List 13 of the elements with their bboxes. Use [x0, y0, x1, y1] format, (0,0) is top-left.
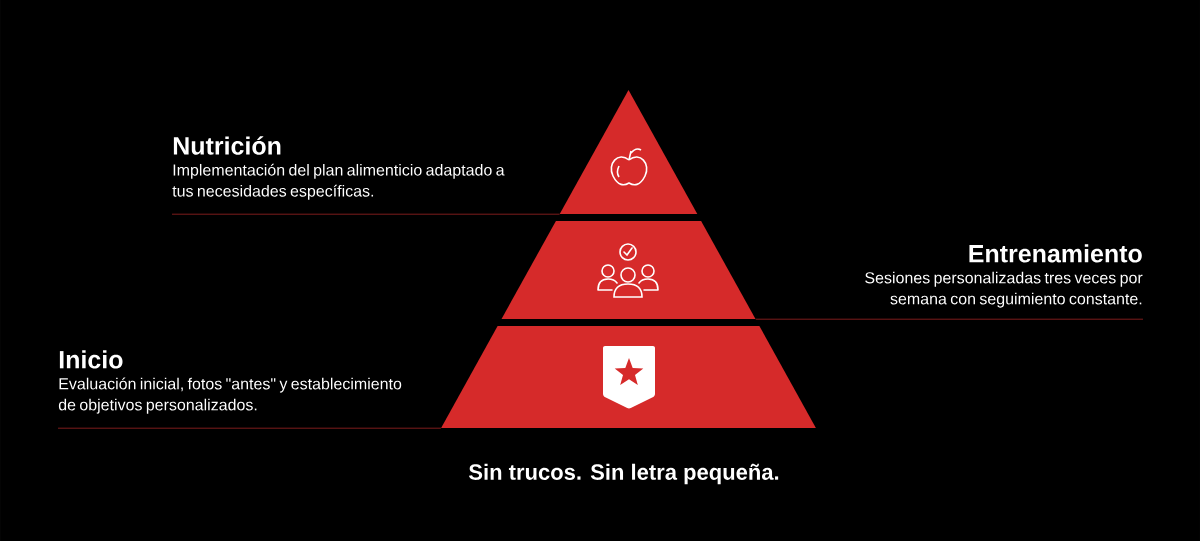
pyramid-tier — [441, 326, 816, 428]
step-description: Sesiones personalizadas tres veces por semana con seguimiento constante. — [865, 271, 1143, 308]
step-heading: Entrenamiento — [969, 244, 1142, 263]
step-description: Implementación del plan alimenticio adaptado a tus necesidades específicas. — [172, 163, 505, 200]
pyramid-tier — [501, 221, 756, 319]
step-heading: Nutrición — [173, 136, 281, 155]
leader-line — [171, 213, 560, 215]
pyramid-tier — [559, 90, 698, 214]
step-description: Evaluación inicial, fotos "antes" y establecimiento de objetivos personalizados. — [58, 377, 402, 414]
step-heading: Inicio — [59, 350, 123, 369]
leader-line — [57, 427, 442, 429]
leader-line — [755, 318, 1144, 320]
caption: Sin trucos. Sin letra pequeña. — [468, 463, 779, 485]
